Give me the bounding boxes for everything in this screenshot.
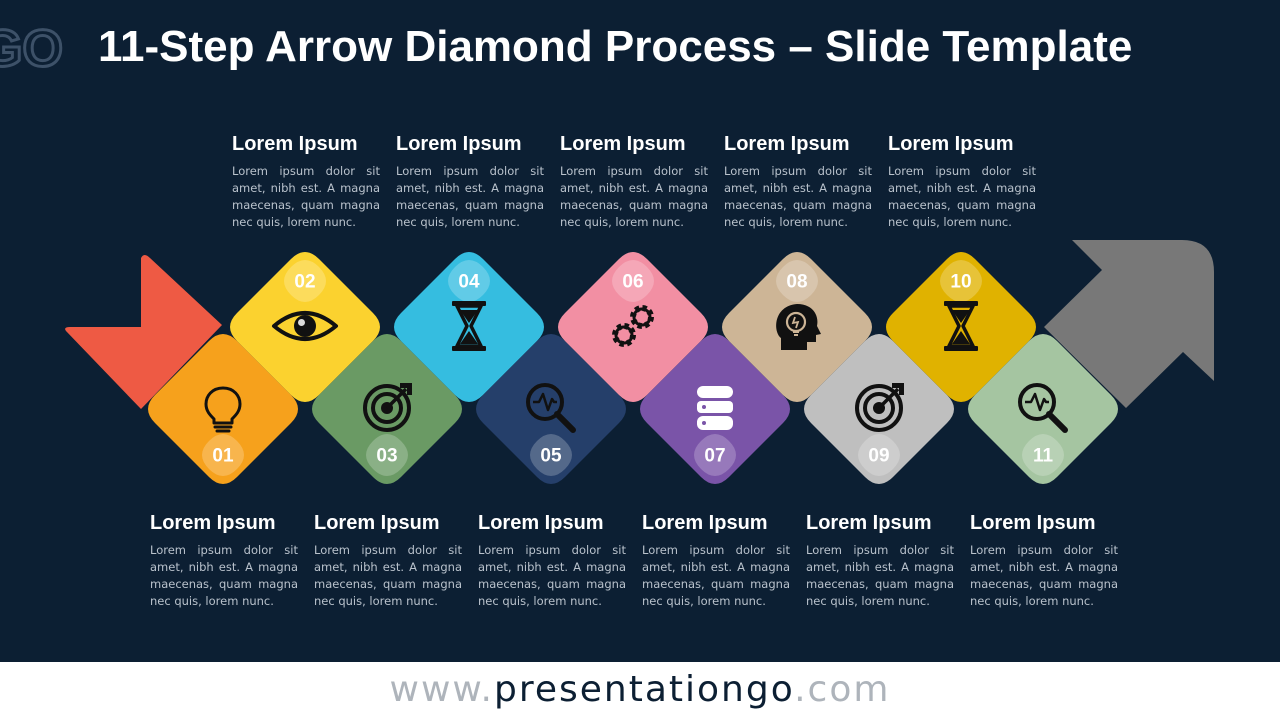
step-08-number: 08 bbox=[786, 272, 807, 293]
step-02-badge bbox=[284, 260, 326, 302]
step-08-description: Lorem ipsum dolor sit amet, nibh est. A … bbox=[724, 164, 872, 229]
step-06-heading: Lorem Ipsum bbox=[560, 133, 686, 155]
brand-logo-fragment: GO bbox=[0, 20, 64, 76]
step-02-description: Lorem ipsum dolor sit amet, nibh est. A … bbox=[232, 164, 380, 229]
footer-url-suffix: .com bbox=[794, 669, 891, 710]
step-02-number: 02 bbox=[294, 272, 315, 293]
step-09-heading: Lorem Ipsum bbox=[806, 512, 932, 534]
step-11-diamond bbox=[968, 334, 1118, 484]
arrow-tail-shape bbox=[65, 255, 222, 409]
step-04-description: Lorem ipsum dolor sit amet, nibh est. A … bbox=[396, 164, 544, 229]
step-05-description: Lorem ipsum dolor sit amet, nibh est. A … bbox=[478, 543, 626, 608]
step-09-badge bbox=[858, 434, 900, 476]
step-06-diamond bbox=[558, 252, 708, 402]
step-01-description: Lorem ipsum dolor sit amet, nibh est. A … bbox=[150, 543, 298, 608]
step-05-diamond bbox=[476, 334, 626, 484]
slide-title: 11-Step Arrow Diamond Process – Slide Te… bbox=[98, 22, 1133, 71]
arrow-head-shape bbox=[1044, 240, 1214, 408]
step-01-badge bbox=[202, 434, 244, 476]
step-11-number: 11 bbox=[1033, 446, 1054, 467]
step-10-heading: Lorem Ipsum bbox=[888, 133, 1014, 155]
step-09-number: 09 bbox=[868, 446, 889, 467]
step-03-description: Lorem ipsum dolor sit amet, nibh est. A … bbox=[314, 543, 462, 608]
step-05-number: 05 bbox=[540, 446, 562, 467]
step-05-badge bbox=[530, 434, 572, 476]
footer: www.presentationgo.com bbox=[0, 662, 1280, 720]
step-11-description: Lorem ipsum dolor sit amet, nibh est. A … bbox=[970, 543, 1118, 608]
step-07-description: Lorem ipsum dolor sit amet, nibh est. A … bbox=[642, 543, 790, 608]
step-11-heading: Lorem Ipsum bbox=[970, 512, 1096, 534]
step-04-heading: Lorem Ipsum bbox=[396, 133, 522, 155]
step-10-description: Lorem ipsum dolor sit amet, nibh est. A … bbox=[888, 164, 1036, 229]
step-04-diamond bbox=[394, 252, 544, 402]
step-08-badge bbox=[776, 260, 818, 302]
step-04-number: 04 bbox=[458, 272, 480, 293]
footer-url[interactable]: www.presentationgo.com bbox=[390, 668, 891, 712]
step-08-heading: Lorem Ipsum bbox=[724, 133, 850, 155]
step-01-diamond bbox=[148, 334, 298, 484]
svg-text:GO: GO bbox=[0, 20, 63, 76]
slide: GO 11-Step Arrow Diamond Process – Slide… bbox=[0, 0, 1280, 662]
step-06-description: Lorem ipsum dolor sit amet, nibh est. A … bbox=[560, 164, 708, 229]
step-07-heading: Lorem Ipsum bbox=[642, 512, 768, 534]
step-07-number: 07 bbox=[704, 446, 725, 467]
step-01-heading: Lorem Ipsum bbox=[150, 512, 276, 534]
step-06-number: 06 bbox=[622, 272, 643, 293]
step-11-badge bbox=[1022, 434, 1064, 476]
step-10-badge bbox=[940, 260, 982, 302]
step-03-number: 03 bbox=[376, 446, 397, 467]
step-03-badge bbox=[366, 434, 408, 476]
footer-url-prefix: www. bbox=[389, 669, 494, 710]
step-10-number: 10 bbox=[950, 272, 971, 293]
step-06-badge bbox=[612, 260, 654, 302]
footer-url-brand: presentationgo bbox=[494, 669, 795, 710]
step-02-heading: Lorem Ipsum bbox=[232, 133, 358, 155]
step-04-badge bbox=[448, 260, 490, 302]
step-05-heading: Lorem Ipsum bbox=[478, 512, 604, 534]
step-07-badge bbox=[694, 434, 736, 476]
step-01-number: 01 bbox=[212, 446, 234, 467]
step-03-heading: Lorem Ipsum bbox=[314, 512, 440, 534]
database-icon bbox=[697, 386, 733, 430]
step-09-description: Lorem ipsum dolor sit amet, nibh est. A … bbox=[806, 543, 954, 608]
process-diagram: 01 02 03 04 05 06 07 08 09 10 11 bbox=[65, 240, 1214, 484]
step-10-diamond bbox=[886, 252, 1036, 402]
